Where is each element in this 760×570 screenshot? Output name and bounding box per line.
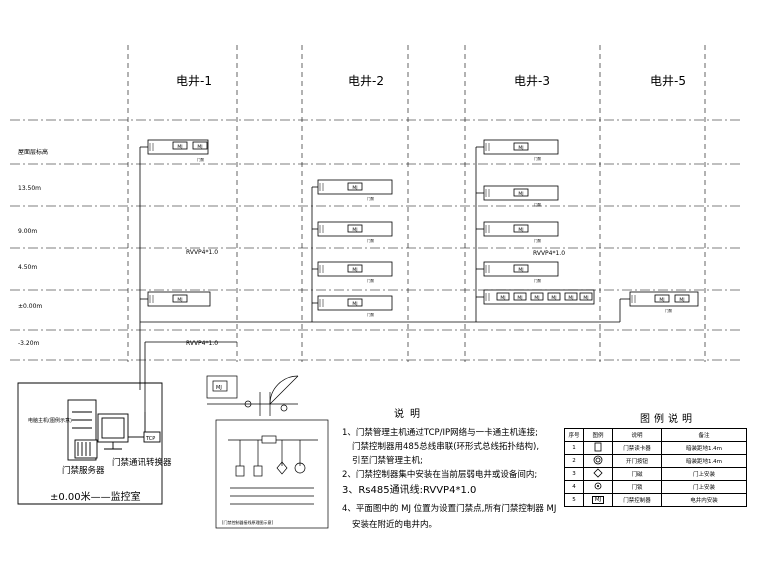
note-item: 3、Rs485通讯线:RVVP4*1.0 xyxy=(342,485,477,496)
small-text: 门禁 xyxy=(534,156,542,161)
small-text: 门禁 xyxy=(534,238,542,243)
note-item: 2、门禁控制器集中安装在当前层弱电井或设备间内; xyxy=(342,470,538,480)
small-text: 门禁 xyxy=(367,238,375,243)
control-room xyxy=(17,382,163,505)
door-contact-icon xyxy=(583,467,613,481)
mj-label: MJ xyxy=(177,297,182,303)
mj-label: MJ xyxy=(659,297,664,303)
lock-icon xyxy=(583,480,613,494)
door-diagram xyxy=(206,375,299,416)
note-item: 门禁控制器用485总线串联(环形式总线拓扑结构), xyxy=(352,442,540,452)
small-text: 门禁 xyxy=(367,312,375,317)
cable-label: RVVP4*1.0 xyxy=(186,249,218,256)
legend-desc: 门磁 xyxy=(612,467,662,481)
legend-no: 3 xyxy=(564,467,584,481)
legend-note: 电井内安装 xyxy=(661,493,747,507)
mj-label: MJ xyxy=(352,227,357,233)
legend-no: 5 xyxy=(564,493,584,507)
small-text: 门禁 xyxy=(367,196,375,201)
mj-label: MJ xyxy=(518,145,523,151)
legend-header: 备注 xyxy=(661,428,747,442)
level-label: -3.20m xyxy=(18,340,40,347)
converter-box-label: TCP xyxy=(145,436,155,442)
small-text: 门禁 xyxy=(197,157,204,162)
legend-header: 序号 xyxy=(564,428,584,442)
mj-label: MJ xyxy=(352,301,357,307)
room-name: ±0.00米——监控室 xyxy=(50,492,141,503)
shaft-label: 电井-3 xyxy=(514,74,550,88)
mj-label: MJ xyxy=(518,267,523,273)
legend-note: 门上安装 xyxy=(661,480,747,494)
cable-label: RVVP4*1.0 xyxy=(186,340,218,347)
legend-table: 序号 图例 说明 备注 1 门禁读卡器 暗装距地1.4m 2 开门按钮 暗装距地… xyxy=(564,428,747,507)
legend-desc: 门禁读卡器 xyxy=(612,441,662,455)
mj-label: MJ xyxy=(534,295,539,301)
note-item: 4、平面图中的 MJ 位置为设置门禁点,所有门禁控制器 MJ xyxy=(342,504,557,514)
door-mj-label: MJ xyxy=(216,385,222,391)
mj-label: MJ xyxy=(197,144,202,150)
legend-note: 门上安装 xyxy=(661,467,747,481)
mj-label: MJ xyxy=(517,295,522,301)
legend-note: 暗装距地1.4m xyxy=(661,441,747,455)
exit-button-icon xyxy=(583,454,613,468)
mj-label: MJ xyxy=(500,295,505,301)
legend-desc: 开门按钮 xyxy=(612,454,662,468)
level-label: 屋面层标高 xyxy=(18,149,49,156)
level-label: ±0.00m xyxy=(18,303,43,310)
note-item: 引至门禁管理主机; xyxy=(352,456,423,466)
legend-note: 暗装距地1.4m xyxy=(661,454,747,468)
mj-label: MJ xyxy=(679,297,684,303)
note-item: 1、门禁管理主机通过TCP/IP网络与一卡通主机连接; xyxy=(342,428,539,438)
cable-label: RVVP4*1.0 xyxy=(533,250,565,257)
small-text: 门禁 xyxy=(367,278,375,283)
mj-label: MJ xyxy=(568,295,573,301)
controller-icon: MJ xyxy=(583,493,613,507)
printer-label: 电脑主机(图例示意) xyxy=(28,418,72,424)
level-label: 9.00m xyxy=(18,228,38,235)
shaft-label: 电井-5 xyxy=(650,74,686,88)
legend-mj-label: MJ xyxy=(591,496,605,504)
mj-label: MJ xyxy=(518,227,523,233)
legend-desc: 门禁控制器 xyxy=(612,493,662,507)
mj-label: MJ xyxy=(583,295,588,301)
mj-label: MJ xyxy=(551,295,556,301)
small-text: 门禁 xyxy=(534,278,542,283)
reader-icon xyxy=(583,441,613,455)
server-label: 门禁服务器 xyxy=(62,466,105,476)
legend-no: 1 xyxy=(564,441,584,455)
level-label: 4.50m xyxy=(18,264,38,271)
notes-title: 说明 xyxy=(394,409,426,420)
shaft-label: 电井-2 xyxy=(348,74,384,88)
note-item: 安装在附近的电井内。 xyxy=(352,520,438,530)
mj-label: MJ xyxy=(518,191,523,197)
converter-label: 门禁通讯转换器 xyxy=(112,458,172,468)
legend-header: 图例 xyxy=(583,428,613,442)
small-text: 门禁 xyxy=(534,202,542,207)
level-label: 13.50m xyxy=(18,185,42,192)
wiring-detail xyxy=(215,419,329,529)
legend-desc: 门锁 xyxy=(612,480,662,494)
mj-label: MJ xyxy=(352,185,357,191)
small-text: 门禁 xyxy=(665,308,673,313)
mj-label: MJ xyxy=(352,267,357,273)
legend-header: 说明 xyxy=(612,428,662,442)
legend-no: 2 xyxy=(564,454,584,468)
legend-title: 图例说明 xyxy=(640,414,696,425)
legend-no: 4 xyxy=(564,480,584,494)
shaft-label: 电井-1 xyxy=(176,74,212,88)
mj-label: MJ xyxy=(177,144,182,150)
detail-caption: [门禁控制器接线原理图示意] xyxy=(222,519,274,525)
